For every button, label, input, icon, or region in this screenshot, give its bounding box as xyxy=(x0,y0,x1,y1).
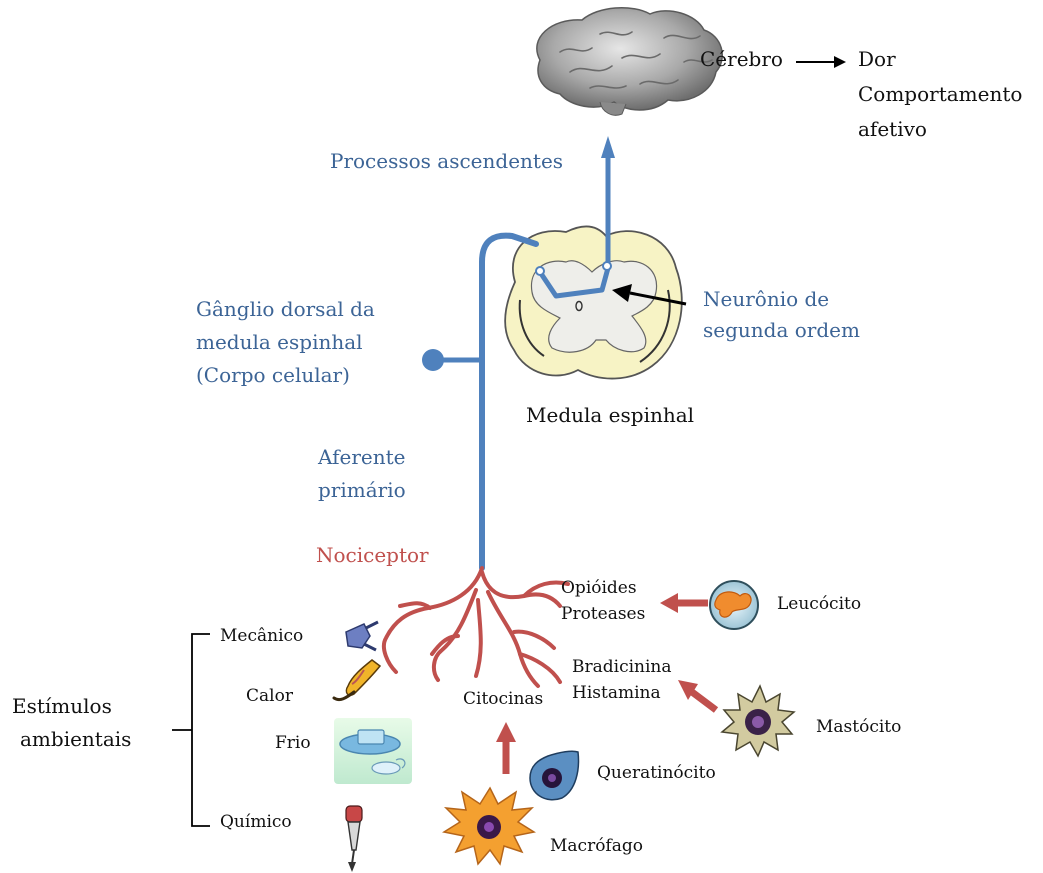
mast-cell-label: Mastócito xyxy=(816,717,901,738)
bradykinin-label: Bradicinina xyxy=(572,657,672,678)
heat-stimulus-icon xyxy=(334,660,380,700)
outcome-affective-label: afetivo xyxy=(858,117,927,142)
leukocyte-icon xyxy=(710,581,758,629)
leukocyte-label: Leucócito xyxy=(777,594,861,615)
cold-label: Frio xyxy=(275,733,311,754)
spinal-cord-section xyxy=(505,226,682,378)
opioids-label: Opióides xyxy=(561,578,637,599)
ascending-processes-label: Processos ascendentes xyxy=(330,149,563,174)
dorsal-ganglion-label-line1: Gânglio dorsal da xyxy=(196,297,375,322)
chemical-dropper-icon xyxy=(346,806,362,872)
second-order-neuron-label-line2: segunda ordem xyxy=(703,318,860,343)
outcome-pain-label: Dor xyxy=(858,47,896,72)
primary-afferent-label-line1: Aferente xyxy=(318,445,405,470)
stimuli-bracket xyxy=(172,634,210,826)
primary-afferent-label-line2: primário xyxy=(318,478,406,503)
stimuli-label-line2: ambientais xyxy=(20,727,131,752)
cytokine-release-arrow xyxy=(496,722,516,774)
macrophage-label: Macrófago xyxy=(550,836,643,857)
mechanical-label: Mecânico xyxy=(220,626,303,647)
cold-stimulus-icon xyxy=(334,718,412,784)
keratinocyte-icon xyxy=(530,751,578,800)
synapse-dot xyxy=(536,267,544,275)
dorsal-ganglion-label-line2: medula espinhal xyxy=(196,330,363,355)
dorsal-ganglion-cell-body xyxy=(422,349,444,371)
second-order-neuron-label-line1: Neurônio de xyxy=(703,287,829,312)
outcome-behavior-label: Comportamento xyxy=(858,82,1022,107)
proteases-label: Proteases xyxy=(561,604,645,625)
ascending-arrow-head xyxy=(601,136,615,158)
mast-cell-release-arrow xyxy=(678,680,716,710)
leukocyte-release-arrow xyxy=(660,593,708,613)
spinal-cord-label: Medula espinhal xyxy=(526,403,694,428)
histamine-label: Histamina xyxy=(572,683,661,704)
mast-cell-icon xyxy=(722,686,794,756)
brain-to-outcome-arrow xyxy=(796,56,846,68)
chemical-label: Químico xyxy=(220,812,292,833)
dorsal-ganglion-label-line3: (Corpo celular) xyxy=(196,363,350,388)
synapse-dot xyxy=(603,262,611,270)
stimuli-label-line1: Estímulos xyxy=(12,694,112,719)
nociceptor-label: Nociceptor xyxy=(316,543,429,568)
cytokines-label: Citocinas xyxy=(463,689,543,710)
brain-icon xyxy=(537,8,722,116)
nociceptor-endings xyxy=(384,568,568,686)
mechanical-stimulus-icon xyxy=(346,622,378,650)
heat-label: Calor xyxy=(246,686,293,707)
brain-label: Cérebro xyxy=(700,47,783,72)
macrophage-icon xyxy=(444,788,534,864)
keratinocyte-label: Queratinócito xyxy=(597,763,716,784)
